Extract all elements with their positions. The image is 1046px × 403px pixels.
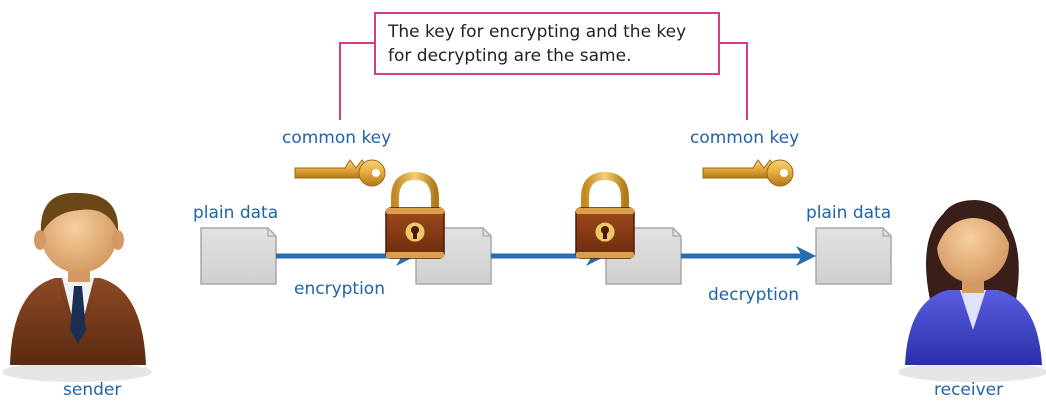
document-icon [200,227,277,285]
callout-text: The key for encrypting and the key for d… [388,22,687,66]
person-suit-icon [10,192,146,365]
receiver-shadow [898,362,1046,382]
callout-box: The key for encrypting and the key for d… [374,12,720,75]
label-encryption: encryption [294,279,385,299]
label-decryption: decryption [708,285,800,305]
label-receiver: receiver [934,380,1004,400]
key-icon [294,159,386,187]
label-sender: sender [63,380,122,400]
label-common-key-left: common key [282,128,392,148]
person-woman-icon [905,200,1042,365]
callout-connector-right [720,42,748,120]
padlock-icon [385,171,445,259]
key-icon [702,159,794,187]
padlock-icon [575,171,635,259]
sender-shadow [2,362,152,382]
callout-connector-left [339,42,374,120]
label-common-key-right: common key [690,128,800,148]
document-icon [815,227,892,285]
label-plain-data-left: plain data [193,203,279,223]
label-plain-data-right: plain data [806,203,892,223]
